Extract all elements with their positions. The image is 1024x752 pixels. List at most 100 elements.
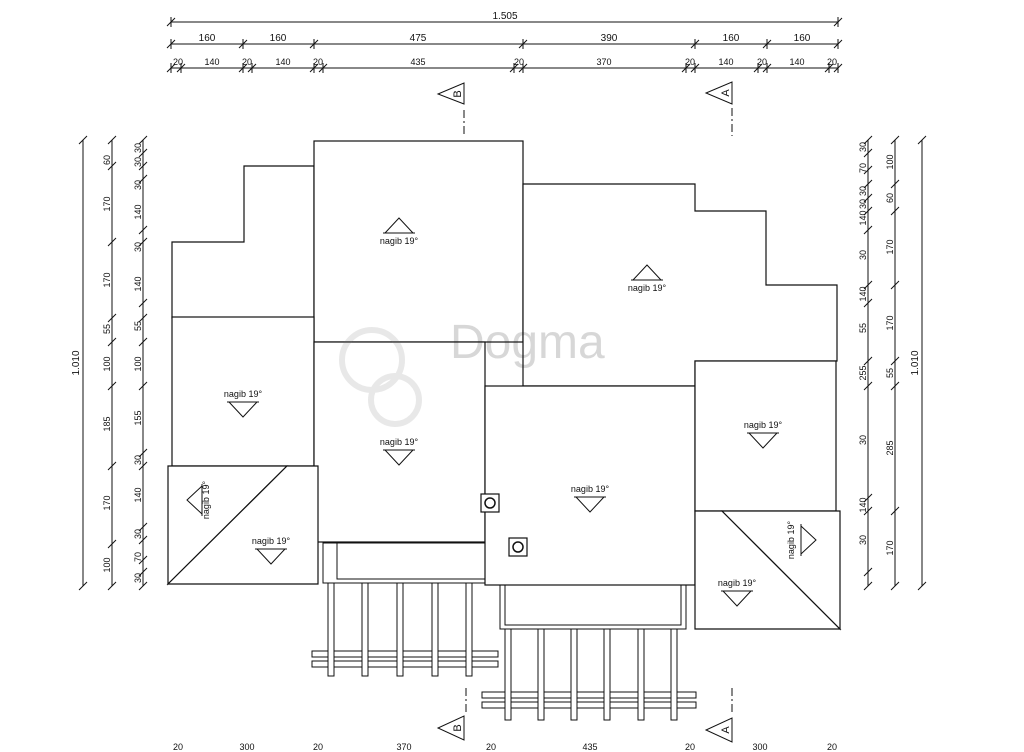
dimension-label: 20 — [757, 57, 767, 67]
dimension-tick — [107, 381, 117, 391]
dimension-label: 160 — [199, 33, 216, 44]
dimension-label: 140 — [858, 497, 868, 512]
dimension-label: 30 — [133, 455, 143, 465]
slope-arrow-icon — [574, 496, 606, 513]
dimension-tick — [138, 174, 148, 184]
dimension-tick — [78, 581, 88, 591]
dimension-label: 20 — [827, 57, 837, 67]
dimension-label: 435 — [582, 742, 597, 752]
slope-arrow-icon — [747, 432, 779, 449]
dimension-tick — [863, 225, 873, 235]
dimension-label: 100 — [102, 557, 112, 572]
dimension-label: 20 — [173, 742, 183, 752]
slope-indicator: nagib 19° — [380, 217, 418, 246]
slope-indicator: nagib 19° — [252, 536, 291, 565]
dimension-tick — [863, 165, 873, 175]
dimension-label: 435 — [410, 57, 425, 67]
dimension-label: 30 — [133, 143, 143, 153]
dimension-label: 170 — [885, 315, 895, 330]
dimension-tick — [107, 161, 117, 171]
dimension-label: 30 — [133, 242, 143, 252]
dimension-label: 475 — [410, 33, 427, 44]
dimension-label: 30 — [858, 435, 868, 445]
slope-indicator: nagib 19° — [744, 420, 783, 449]
slope-label: nagib 19° — [224, 389, 263, 399]
dimension-tick — [107, 337, 117, 347]
dimension-label: 140 — [133, 487, 143, 502]
svg-text:A: A — [720, 726, 732, 734]
dimension-tick — [78, 135, 88, 145]
dimension-tick — [138, 581, 148, 591]
dimension-label: 30 — [858, 199, 868, 209]
dimension-label: 60 — [102, 155, 112, 165]
dimension-label: 55 — [885, 368, 895, 378]
section-marker-a-bottom: A — [704, 688, 733, 743]
dimension-tick — [863, 193, 873, 203]
pergola-left — [311, 542, 499, 677]
dimension-label: 55 — [133, 321, 143, 331]
dimension-label: 20 — [685, 57, 695, 67]
slope-indicator: nagib 19° — [628, 264, 667, 293]
dimension-label: 20 — [514, 57, 524, 67]
dimension-label: 160 — [270, 33, 287, 44]
dimension-label: 370 — [596, 57, 611, 67]
dimension-tick — [890, 356, 900, 366]
dimension-label: 255 — [858, 365, 868, 380]
dimension-tick — [863, 381, 873, 391]
slope-arrow-icon — [800, 524, 817, 556]
dimension-label: 20 — [486, 742, 496, 752]
dimension-label: 70 — [858, 163, 868, 173]
slope-indicator: nagib 19° — [571, 484, 609, 513]
dimension-tick — [917, 581, 927, 591]
dimension-tick — [863, 280, 873, 290]
dimension-tick — [890, 280, 900, 290]
slope-label: nagib 19° — [201, 481, 211, 520]
dimension-tick — [138, 448, 148, 458]
dimension-tick — [138, 535, 148, 545]
dimension-tick — [890, 506, 900, 516]
dimension-label: 185 — [102, 416, 112, 431]
dimension-tick — [917, 135, 927, 145]
dimension-tick — [863, 179, 873, 189]
dimension-label: 30 — [133, 157, 143, 167]
dimension-tick — [863, 298, 873, 308]
slope-indicator: nagib 19° — [786, 521, 817, 560]
right-total-dimension: 1.010 — [910, 350, 921, 375]
dimension-label: 20 — [173, 57, 183, 67]
dimension-label: 30 — [133, 573, 143, 583]
dimension-label: 170 — [885, 239, 895, 254]
slope-label: nagib 19° — [628, 283, 667, 293]
slope-arrow-icon — [227, 401, 259, 418]
slope-arrow-icon — [383, 217, 415, 234]
slope-label: nagib 19° — [744, 420, 783, 430]
dimension-label: 30 — [133, 180, 143, 190]
dimension-tick — [107, 581, 117, 591]
slope-label: nagib 19° — [252, 536, 291, 546]
dimension-label: 170 — [885, 540, 895, 555]
dimension-label: 370 — [396, 742, 411, 752]
dimension-label: 140 — [204, 57, 219, 67]
slope-arrow-icon — [631, 264, 663, 281]
slope-label: nagib 19° — [718, 578, 757, 588]
slope-label: nagib 19° — [786, 521, 796, 560]
dimension-tick — [107, 539, 117, 549]
dimension-tick — [107, 313, 117, 323]
dimension-label: 285 — [885, 440, 895, 455]
dimension-tick — [138, 313, 148, 323]
dimension-label: 300 — [752, 742, 767, 752]
dimension-label: 100 — [102, 356, 112, 371]
dimension-tick — [890, 381, 900, 391]
svg-text:A: A — [720, 89, 732, 97]
top-dimension-lines — [166, 17, 843, 73]
dimension-tick — [107, 135, 117, 145]
dimension-label: 160 — [794, 33, 811, 44]
dimension-label: 170 — [102, 272, 112, 287]
dimension-tick — [890, 581, 900, 591]
dimension-label: 160 — [723, 33, 740, 44]
